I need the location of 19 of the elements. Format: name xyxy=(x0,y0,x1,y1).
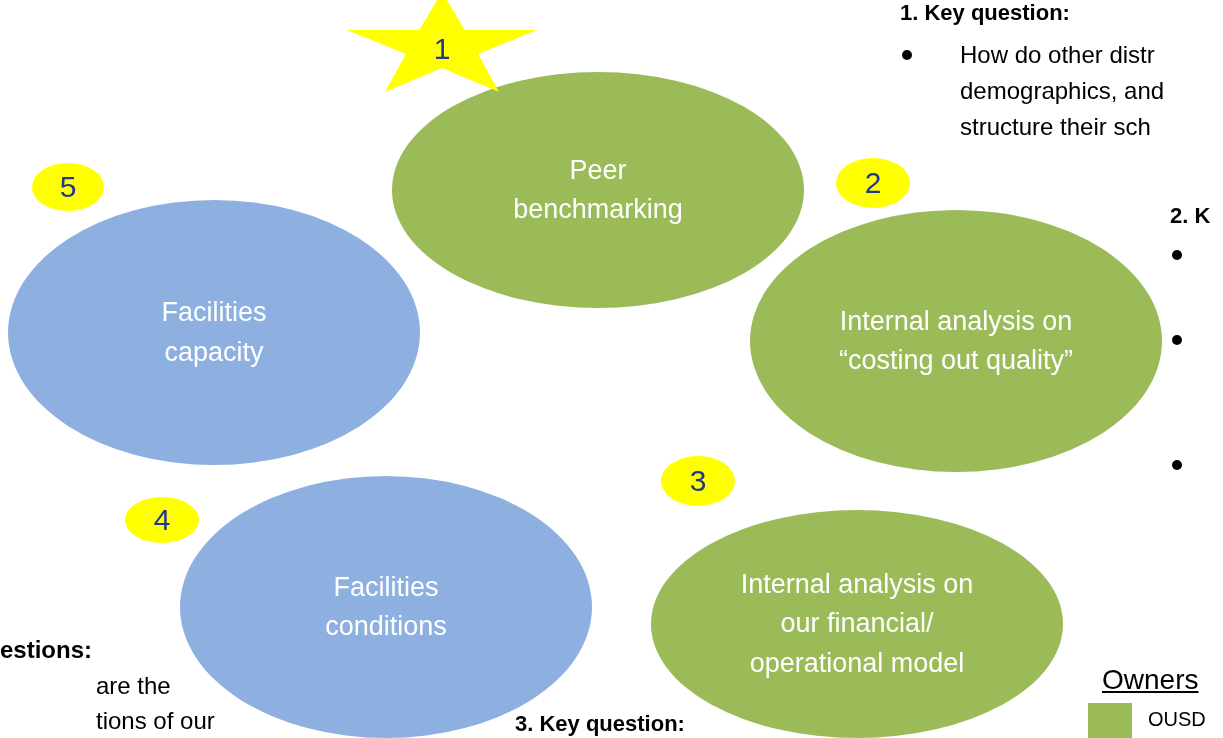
heading-text: estions: xyxy=(0,636,92,664)
question-text: are the xyxy=(96,672,171,700)
legend-title: Owners xyxy=(1102,664,1199,696)
heading-text: 1. Key question: xyxy=(900,0,1070,26)
number-badge: 4 xyxy=(125,497,199,543)
node-label: Internal analysis on “costing out quality” xyxy=(837,304,1075,377)
number-badge: 5 xyxy=(32,163,104,211)
legend-label: OUSD xyxy=(1148,708,1206,731)
star-badge: 1 xyxy=(347,0,537,92)
heading-text: 3. Key question: xyxy=(515,711,685,737)
question-text: How do other distr demographics, and structure their sch xyxy=(960,40,1166,142)
node-label: Facilities conditions xyxy=(324,570,448,643)
node-label: Peer benchmarking xyxy=(512,153,684,226)
heading-text: 2. K xyxy=(1170,203,1211,229)
node-label: Internal analysis on our financial/ operational model xyxy=(739,568,975,680)
node-label: Facilities capacity xyxy=(160,296,268,369)
number-badge: 2 xyxy=(836,158,910,208)
question-text: tions of our xyxy=(96,707,215,735)
number-badge: 3 xyxy=(661,456,735,506)
